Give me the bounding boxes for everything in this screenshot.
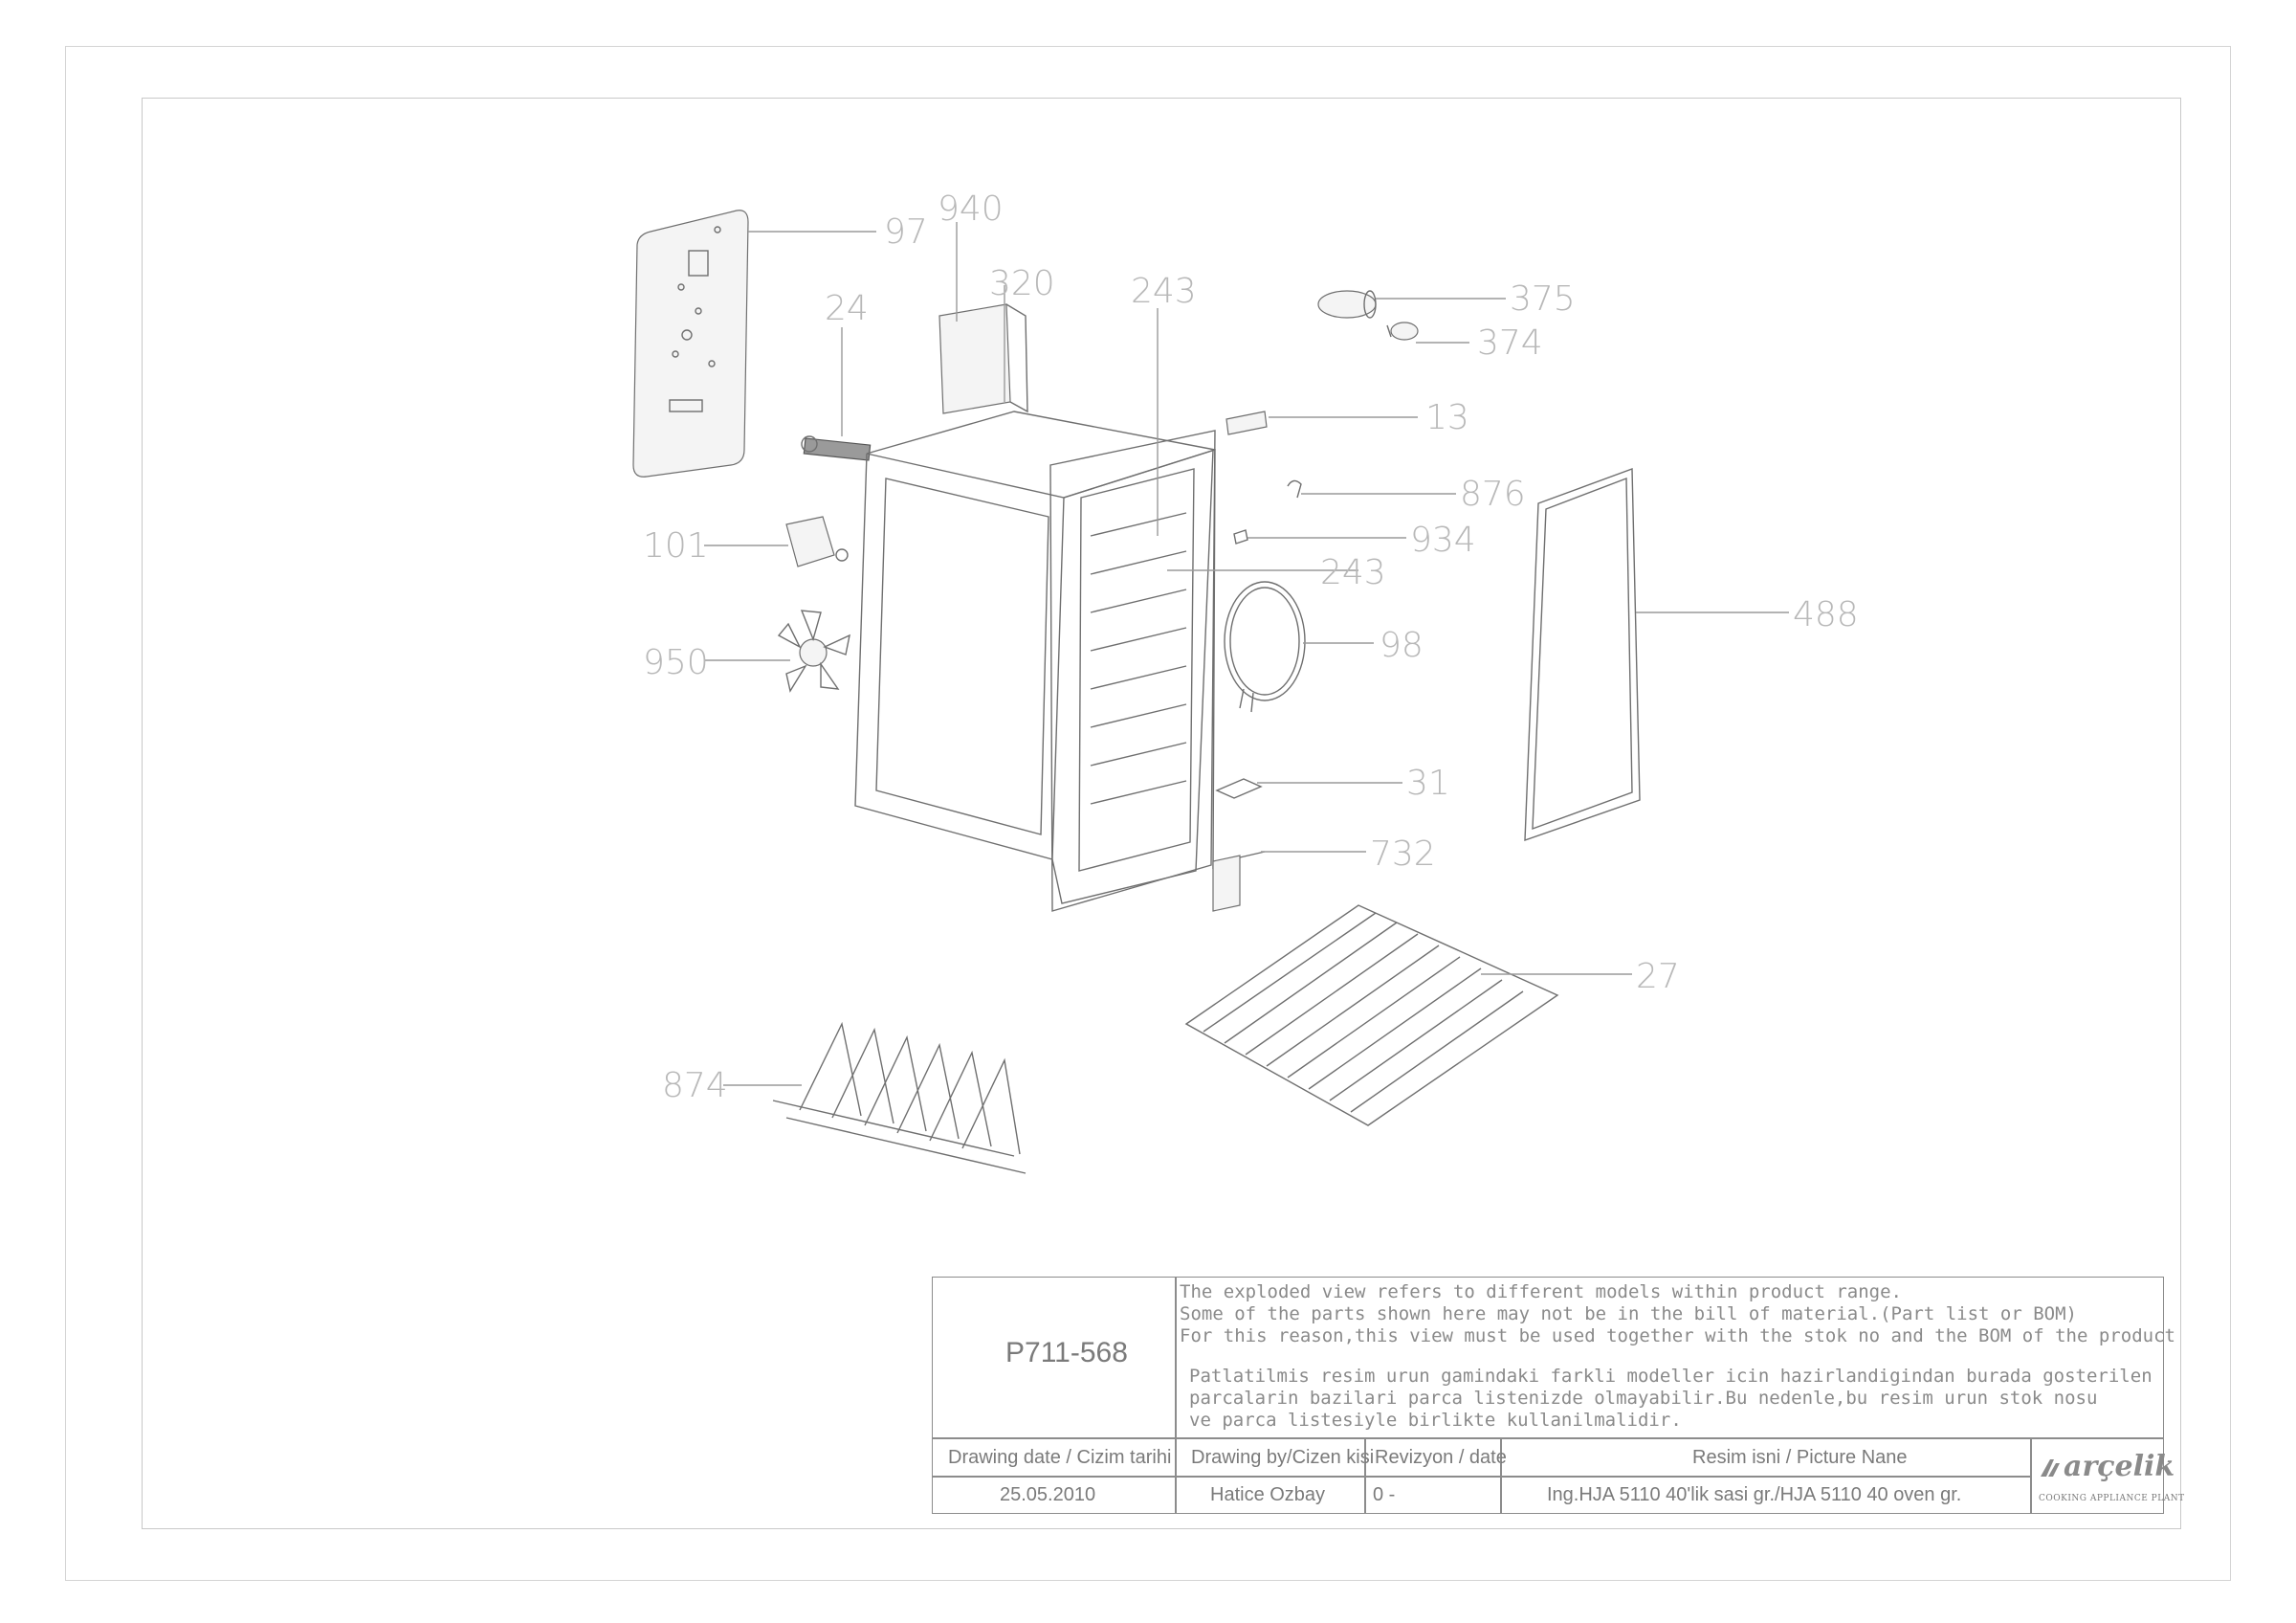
shelf-wires bbox=[1203, 912, 1524, 1113]
part-488-door-seal bbox=[1524, 468, 1641, 842]
title-block: P711-568 The exploded view refers to dif… bbox=[932, 1277, 2184, 1514]
part-876-clip bbox=[1287, 479, 1302, 499]
part-31-latch bbox=[1215, 778, 1263, 799]
part-940-bracket bbox=[938, 303, 1028, 414]
part-27-wire-shelf bbox=[1184, 904, 1559, 1126]
callout-101: 101 bbox=[643, 526, 709, 566]
callout-243-top: 243 bbox=[1131, 272, 1197, 311]
picture-name-label: Resim isni / Picture Nane bbox=[1692, 1447, 1908, 1468]
drawing-number: P711-568 bbox=[1005, 1337, 1128, 1368]
part-375-lamp-holder bbox=[1317, 290, 1377, 319]
part-101-fan-motor bbox=[785, 516, 849, 567]
part-98-heating-element bbox=[1224, 581, 1306, 713]
callout-732: 732 bbox=[1370, 834, 1436, 874]
callout-243-middle: 243 bbox=[1320, 553, 1386, 592]
part-320-oven-cavity bbox=[854, 411, 1216, 912]
part-732-thermostat bbox=[1212, 851, 1266, 912]
picture-name-label-cell: Resim isni / Picture Nane bbox=[1500, 1437, 2032, 1478]
callout-97: 97 bbox=[884, 212, 928, 252]
part-374-lamp-bulb bbox=[1386, 322, 1419, 341]
callout-98: 98 bbox=[1380, 626, 1424, 665]
revision-value: 0 - bbox=[1373, 1484, 1396, 1505]
callout-876: 876 bbox=[1460, 475, 1526, 514]
drawn-by-value: Hatice Ozbay bbox=[1210, 1484, 1326, 1505]
part-934-screw bbox=[1233, 529, 1248, 545]
callout-27: 27 bbox=[1636, 957, 1680, 996]
callout-950: 950 bbox=[643, 643, 709, 682]
drawn-by-value-cell: Hatice Ozbay bbox=[1175, 1476, 1366, 1514]
revision-label: Revizyon / date bbox=[1375, 1447, 1507, 1468]
callout-940: 940 bbox=[938, 189, 1004, 229]
date-value: 25.05.2010 bbox=[1000, 1484, 1096, 1505]
part-874-roasting-rack bbox=[772, 1021, 1027, 1174]
logo-subtitle: COOKING APPLIANCE PLANT bbox=[2039, 1494, 2185, 1503]
leader-lines bbox=[704, 222, 1789, 1086]
callout-labels: 97 940 320 243 24 375 374 13 876 101 934… bbox=[643, 189, 1859, 1105]
disclaimer-turkish: Patlatilmis resim urun gamindaki farkli … bbox=[1189, 1366, 2152, 1431]
logo-cell: arçelik COOKING APPLIANCE PLANT bbox=[2030, 1437, 2184, 1514]
picture-name-value-cell: Ing.HJA 5110 40'lik sasi gr./HJA 5110 40… bbox=[1500, 1476, 2032, 1514]
disclaimer-english: The exploded view refers to different mo… bbox=[1180, 1281, 2175, 1346]
sheet-border bbox=[65, 46, 2231, 1581]
part-13-hinge bbox=[1225, 411, 1268, 435]
date-label-cell: Drawing date / Cizim tarihi bbox=[932, 1437, 1177, 1478]
date-label: Drawing date / Cizim tarihi bbox=[948, 1447, 1172, 1468]
callout-31: 31 bbox=[1406, 764, 1450, 803]
part-950-fan bbox=[777, 610, 850, 693]
date-value-cell: 25.05.2010 bbox=[932, 1476, 1177, 1514]
drawn-by-label-cell: Drawing by/Cizen kisi bbox=[1175, 1437, 1374, 1478]
rack-rails bbox=[1090, 512, 1187, 805]
callout-874: 874 bbox=[662, 1066, 728, 1105]
picture-name-value: Ing.HJA 5110 40'lik sasi gr./HJA 5110 40… bbox=[1547, 1484, 1962, 1505]
callout-488: 488 bbox=[1793, 595, 1859, 634]
callout-320: 320 bbox=[989, 264, 1055, 303]
revision-label-cell: Revizyon / date bbox=[1364, 1437, 1507, 1478]
logo-text: arçelik bbox=[2064, 1450, 2175, 1483]
revision-value-cell: 0 - bbox=[1364, 1476, 1502, 1514]
part-97-back-panel bbox=[632, 210, 749, 478]
callout-24: 24 bbox=[825, 289, 869, 328]
callout-374: 374 bbox=[1477, 323, 1543, 363]
drawing-number-cell: P711-568 bbox=[932, 1277, 1177, 1439]
callout-934: 934 bbox=[1410, 521, 1476, 560]
callout-13: 13 bbox=[1425, 398, 1469, 437]
disclaimer-cell: The exploded view refers to different mo… bbox=[1175, 1277, 2175, 1439]
arcelik-logo-icon bbox=[2041, 1459, 2060, 1477]
callout-375: 375 bbox=[1510, 279, 1576, 319]
part-24-motor-shaft bbox=[801, 435, 872, 461]
drawn-by-label: Drawing by/Cizen kisi bbox=[1191, 1447, 1375, 1468]
drawing-frame bbox=[142, 98, 2181, 1529]
